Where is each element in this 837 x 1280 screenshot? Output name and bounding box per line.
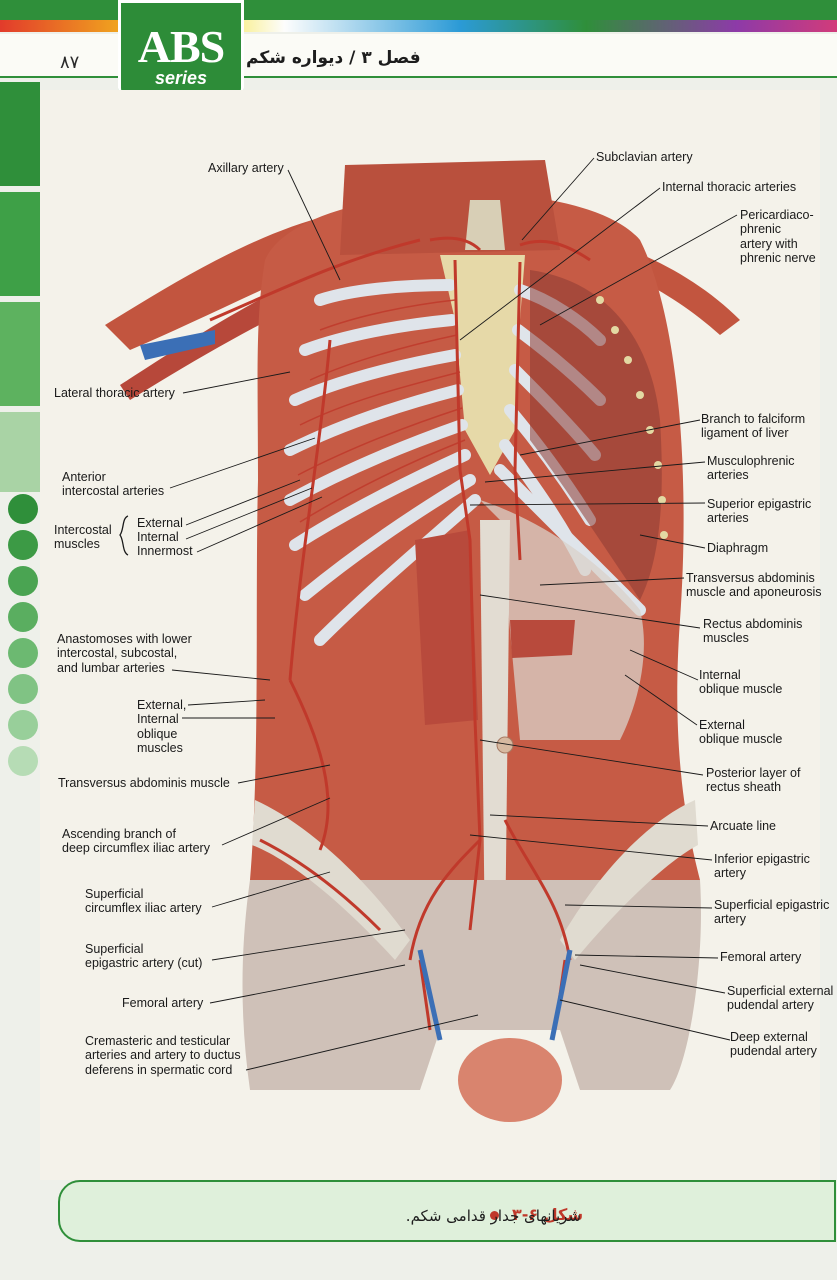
abs-series-logo: ABS series [118, 0, 244, 102]
label-intercostal-muscles: Intercostal muscles [54, 523, 112, 552]
label-external-internal-oblique: External, Internal oblique muscles [137, 698, 187, 756]
label-superficial-circumflex-iliac: Superficial circumflex iliac artery [85, 887, 202, 916]
page-number: ۸۷ [60, 52, 80, 72]
label-superficial-epigastric: Superficial epigastric artery [714, 898, 830, 927]
caption-bullet-icon [490, 1211, 499, 1220]
label-internal-thoracic-arteries: Internal thoracic arteries [662, 180, 797, 194]
label-intercostal-innermost: Innermost [137, 544, 193, 558]
ribs-left [284, 279, 481, 646]
rectus-muscle-shape [415, 530, 478, 725]
linea-alba-shape [480, 520, 510, 950]
label-inferior-epigastric: Inferior epigastric artery [714, 852, 810, 881]
leader-lines-left [169, 169, 479, 1071]
axillary-vein-shape [140, 330, 215, 360]
inguinal-ligament-right [560, 800, 698, 960]
label-lateral-thoracic-artery: Lateral thoracic artery [54, 386, 175, 400]
neck-muscle-shape [340, 160, 560, 255]
label-external-oblique: External oblique muscle [699, 718, 783, 747]
label-posterior-rectus-sheath: Posterior layer of rectus sheath [706, 766, 801, 795]
intercostal-arteries [297, 299, 466, 523]
side-dot [8, 494, 38, 524]
side-dot [8, 638, 38, 668]
label-anterior-intercostal-arteries: Anterior intercostal arteries [62, 470, 165, 499]
side-dot [8, 566, 38, 596]
label-intercostal-internal: Internal [137, 530, 179, 544]
intercostal-brace [119, 515, 129, 556]
side-dot [8, 746, 38, 776]
label-pericardiacophrenic: Pericardiaco- phrenic artery with phreni… [740, 208, 816, 266]
thoracic-cavity-shape [530, 270, 662, 600]
side-tab-3 [0, 302, 40, 406]
costal-cartilage-dots [596, 296, 668, 539]
chapter-title: فصل ۳ / دیواره شکم [246, 48, 421, 68]
label-cremasteric-testicular: Cremasteric and testicular arteries and … [85, 1034, 241, 1077]
side-tab-2 [0, 192, 40, 296]
side-tab-1 [0, 82, 40, 186]
label-ascending-branch-dci: Ascending branch of deep circumflex ilia… [62, 827, 210, 856]
label-rectus-abdominis: Rectus abdominis muscles [703, 617, 803, 646]
label-superficial-epigastric-cut: Superficial epigastric artery (cut) [85, 942, 203, 971]
label-branch-falciform: Branch to falciform ligament of liver [701, 412, 806, 441]
side-dot [8, 674, 38, 704]
figure-caption-text: شریانهای جدار قدامی شکم. [405, 1207, 581, 1225]
label-arcuate-line: Arcuate line [710, 819, 777, 833]
label-anastomoses: Anastomoses with lower intercostal, subc… [57, 632, 192, 675]
side-dot [8, 530, 38, 560]
label-transversus-abdominis-muscle: Transversus abdominis muscle [58, 776, 230, 790]
leader-lines-right [459, 157, 738, 1041]
label-axillary-artery: Axillary artery [208, 161, 284, 175]
label-musculophrenic: Musculophrenic arteries [707, 454, 795, 483]
trachea-shape [465, 200, 505, 250]
side-dot [8, 710, 38, 740]
label-subclavian-artery: Subclavian artery [596, 150, 693, 164]
sternum-shape [440, 255, 525, 475]
rectus-muscle-cut-shape [510, 620, 575, 658]
label-femoral-artery-left: Femoral artery [122, 996, 204, 1010]
label-femoral-artery-right: Femoral artery [720, 950, 802, 964]
figure-caption-box [58, 1180, 836, 1242]
label-internal-oblique: Internal oblique muscle [699, 668, 783, 697]
label-intercostal-external: External [137, 516, 183, 530]
logo-sub-text: series [154, 68, 208, 88]
scrotum-shape [458, 1038, 562, 1122]
label-superficial-external-pudendal: Superficial external pudendal artery [727, 984, 834, 1013]
side-dot [8, 602, 38, 632]
label-diaphragm: Diaphragm [707, 541, 769, 555]
figure-number: شکل ۶-۳ [512, 1205, 584, 1224]
logo-main-text: ABS [137, 21, 225, 72]
label-transversus-aponeurosis: Transversus abdominis muscle and aponeur… [686, 571, 822, 600]
label-superior-epigastric: Superior epigastric arteries [707, 497, 812, 526]
side-tab-4 [0, 412, 40, 492]
label-deep-external-pudendal: Deep external pudendal artery [730, 1030, 817, 1059]
